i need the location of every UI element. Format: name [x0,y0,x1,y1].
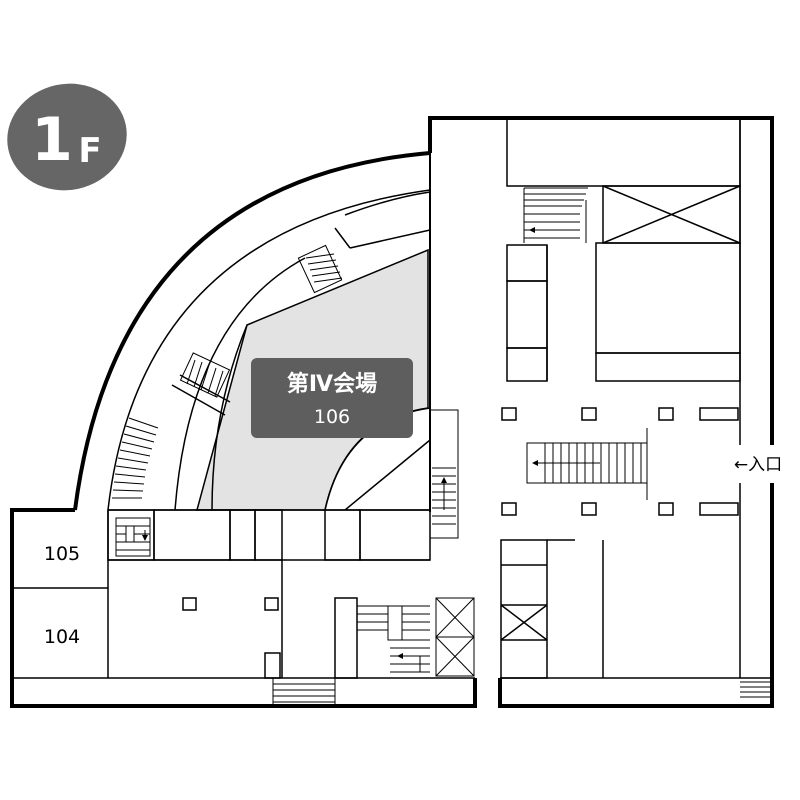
floor-badge-number: 1 [31,105,73,175]
right-block-walls [428,116,774,708]
central-pillars [501,407,739,516]
floor-badge-letter: F [78,131,101,171]
lower-left-walls [10,508,477,708]
venue-room-number: 106 [314,406,350,428]
stairs-central [526,428,648,500]
entrance-label[interactable]: ←入口 [734,455,782,475]
stairs-bottom-corridor [272,678,336,706]
stairs-venue-right [429,409,459,539]
venue-label[interactable]: 第Ⅳ会場 106 [251,358,413,438]
stairs-curved-left [112,417,159,499]
venue-title: 第Ⅳ会場 [287,371,377,397]
lower-right-rooms [500,539,772,679]
lower-left-rooms [107,509,431,679]
stairs-lower-right-corner [740,681,772,698]
stairs-lower-left [115,517,151,557]
upper-right-rooms [506,117,741,382]
stairs-curve-upper [297,244,343,294]
stairs-upper-right [523,187,588,243]
floor-badge-shape [7,83,127,191]
stairs-curve-middle [179,352,231,398]
venue-label-box [251,358,413,438]
room-label-104: 104 [44,626,80,648]
stairs-lower-middle [357,597,475,677]
entrance-gap [725,445,787,483]
room-label-105: 105 [44,543,80,565]
outer-curved-wall [73,151,431,511]
floor-badge: 1 F [7,83,127,191]
